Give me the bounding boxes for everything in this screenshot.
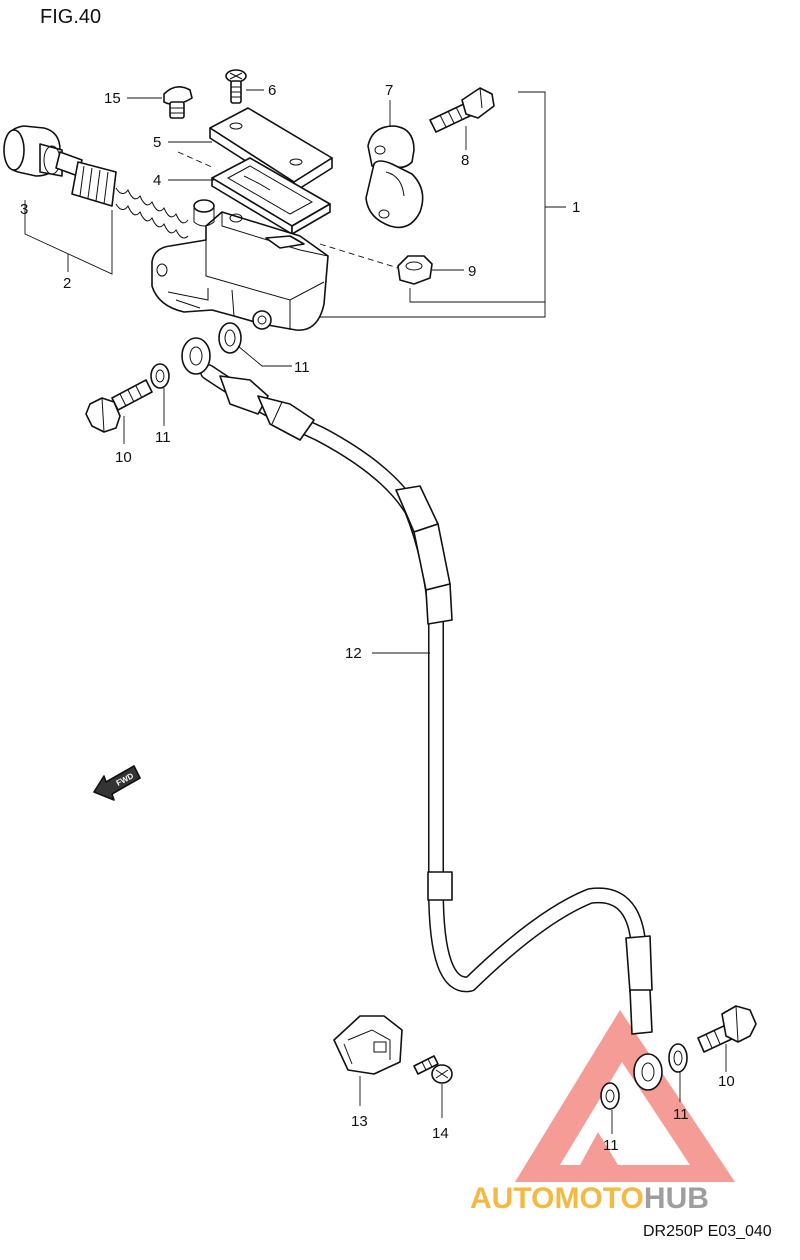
- watermark-part-2: HUB: [644, 1182, 709, 1215]
- callout-10-upper: 10: [115, 449, 132, 466]
- callout-2: 2: [63, 275, 71, 292]
- nut-part-9: [319, 243, 464, 285]
- screw-part-6: [225, 69, 264, 104]
- callout-11-upper-left: 11: [155, 429, 171, 446]
- bracket-item-1: [312, 91, 566, 318]
- union-bolt-part-10-lower: [697, 1005, 757, 1072]
- callout-9: 9: [468, 263, 476, 280]
- figure-code: DR250P E03_040: [643, 1223, 772, 1240]
- holder-part-7: [365, 100, 424, 229]
- diaphragm-part-4: [168, 157, 331, 235]
- callout-15: 15: [104, 90, 121, 107]
- bolt-part-8: [429, 87, 495, 150]
- washer-part-11-lower-right: [668, 1043, 688, 1102]
- callout-11-lower-right: 11: [673, 1106, 689, 1123]
- screw-part-14: [413, 1055, 453, 1118]
- washer-part-11-upper-right: [218, 322, 292, 367]
- callout-4: 4: [153, 172, 161, 189]
- plug-part-15: [127, 86, 193, 119]
- callout-12: 12: [345, 645, 362, 662]
- bracket-item-2: [24, 222, 113, 275]
- piston-set-part-2: [3, 125, 189, 239]
- union-bolt-part-10-upper: [85, 379, 153, 444]
- brake-hose-part-12: [181, 337, 663, 1091]
- callout-13: 13: [351, 1113, 368, 1130]
- callout-1: 1: [572, 199, 580, 216]
- callout-3: 3: [20, 201, 28, 218]
- callout-11-upper-right: 11: [294, 359, 310, 376]
- callout-11-lower-left: 11: [603, 1137, 619, 1154]
- watermark-triangle: [515, 1010, 735, 1182]
- watermark-text: AUTOMOTOHUB: [470, 1182, 709, 1215]
- watermark-part-1: AUTOMOTO: [470, 1182, 644, 1215]
- clamp-part-13: [333, 1015, 403, 1106]
- callout-6: 6: [268, 82, 276, 99]
- master-cylinder-body: [151, 199, 329, 331]
- callout-8: 8: [461, 152, 469, 169]
- washer-part-11-upper-left: [150, 363, 170, 426]
- callout-7: 7: [385, 82, 393, 99]
- figure-title: FIG.40: [40, 6, 101, 28]
- washer-part-11-lower-left: [600, 1082, 620, 1134]
- forward-direction-arrow: FWD: [93, 765, 141, 801]
- callout-5: 5: [153, 134, 161, 151]
- callout-10-lower: 10: [718, 1073, 735, 1090]
- callout-14: 14: [432, 1125, 449, 1142]
